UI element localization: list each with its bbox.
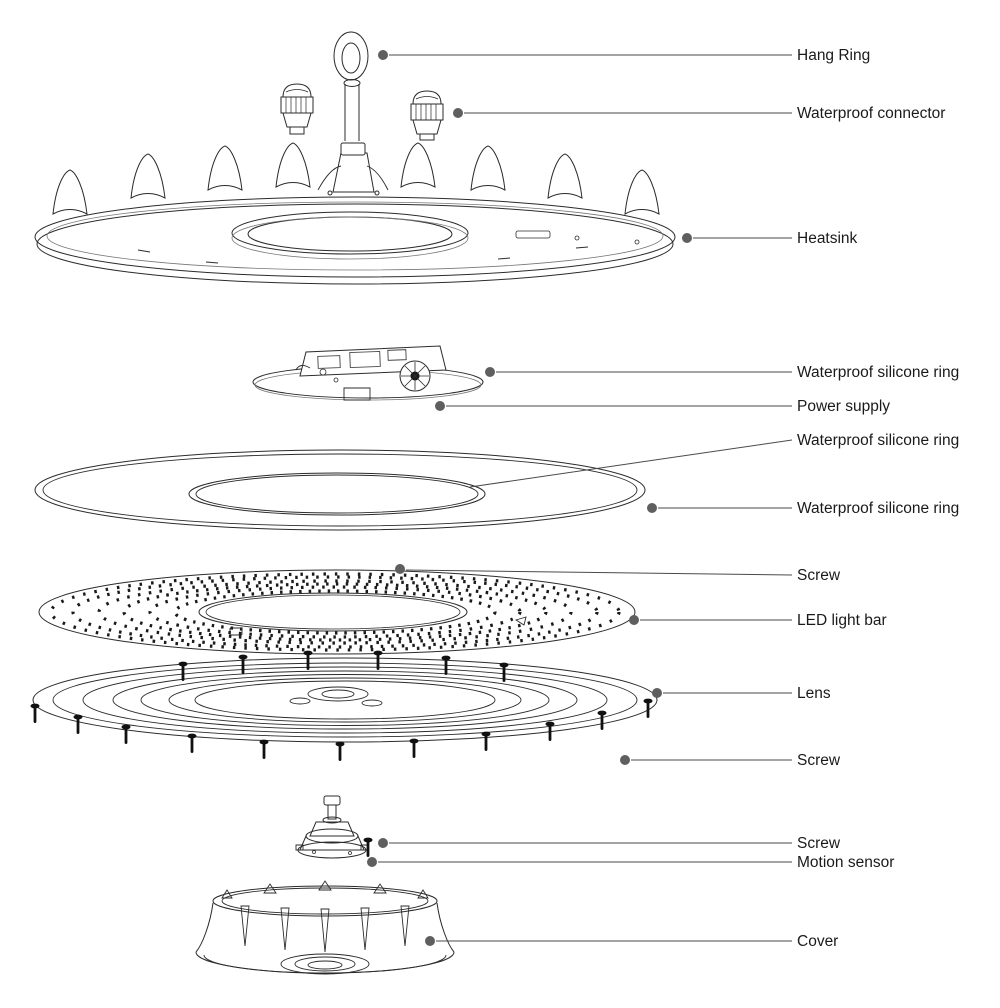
heatsink-drawing: [35, 142, 675, 284]
led-light-bar-drawing: [39, 570, 635, 654]
label-cover: Cover: [797, 933, 838, 951]
label-text: Screw: [797, 567, 841, 584]
waterproof-connector-left-drawing: [281, 84, 313, 134]
leader-lines: [378, 55, 792, 941]
label-text: Waterproof silicone ring: [797, 432, 960, 449]
lens-drawing: [30, 650, 658, 762]
label-led-light-bar: LED light bar: [797, 612, 887, 630]
label-silicone-ring-2: Waterproof silicone ring: [797, 432, 959, 450]
label-lens: Lens: [797, 685, 831, 703]
label-text: Motion sensor: [797, 854, 895, 871]
label-waterproof-connector: Waterproof connector: [797, 105, 945, 123]
cover-drawing: [196, 881, 454, 974]
label-text: Screw: [797, 752, 841, 769]
label-silicone-ring-3: Waterproof silicone ring: [797, 500, 959, 518]
silicone-ring-drawing: [35, 450, 645, 530]
label-text: Heatsink: [797, 230, 858, 247]
label-hang-ring: Hang Ring: [797, 47, 870, 65]
label-text: Power supply: [797, 398, 891, 415]
motion-sensor-drawing: [296, 796, 373, 858]
label-motion-sensor: Motion sensor: [797, 854, 894, 872]
waterproof-connector-right-drawing: [411, 91, 443, 140]
callout-dots: [367, 50, 692, 946]
label-heatsink: Heatsink: [797, 230, 857, 248]
label-text: Screw: [797, 835, 841, 852]
label-screw-1: Screw: [797, 567, 840, 585]
label-text: Cover: [797, 933, 839, 950]
power-supply-drawing: [253, 346, 483, 400]
label-text: Waterproof silicone ring: [797, 364, 960, 381]
label-power-supply: Power supply: [797, 398, 890, 416]
label-text: Hang Ring: [797, 47, 871, 64]
label-text: Lens: [797, 685, 831, 702]
label-text: Waterproof connector: [797, 105, 946, 122]
label-text: Waterproof silicone ring: [797, 500, 960, 517]
label-screw-3: Screw: [797, 835, 840, 853]
label-text: LED light bar: [797, 612, 887, 629]
hang-ring-drawing: [334, 32, 368, 141]
label-screw-2: Screw: [797, 752, 840, 770]
label-silicone-ring-1: Waterproof silicone ring: [797, 364, 959, 382]
